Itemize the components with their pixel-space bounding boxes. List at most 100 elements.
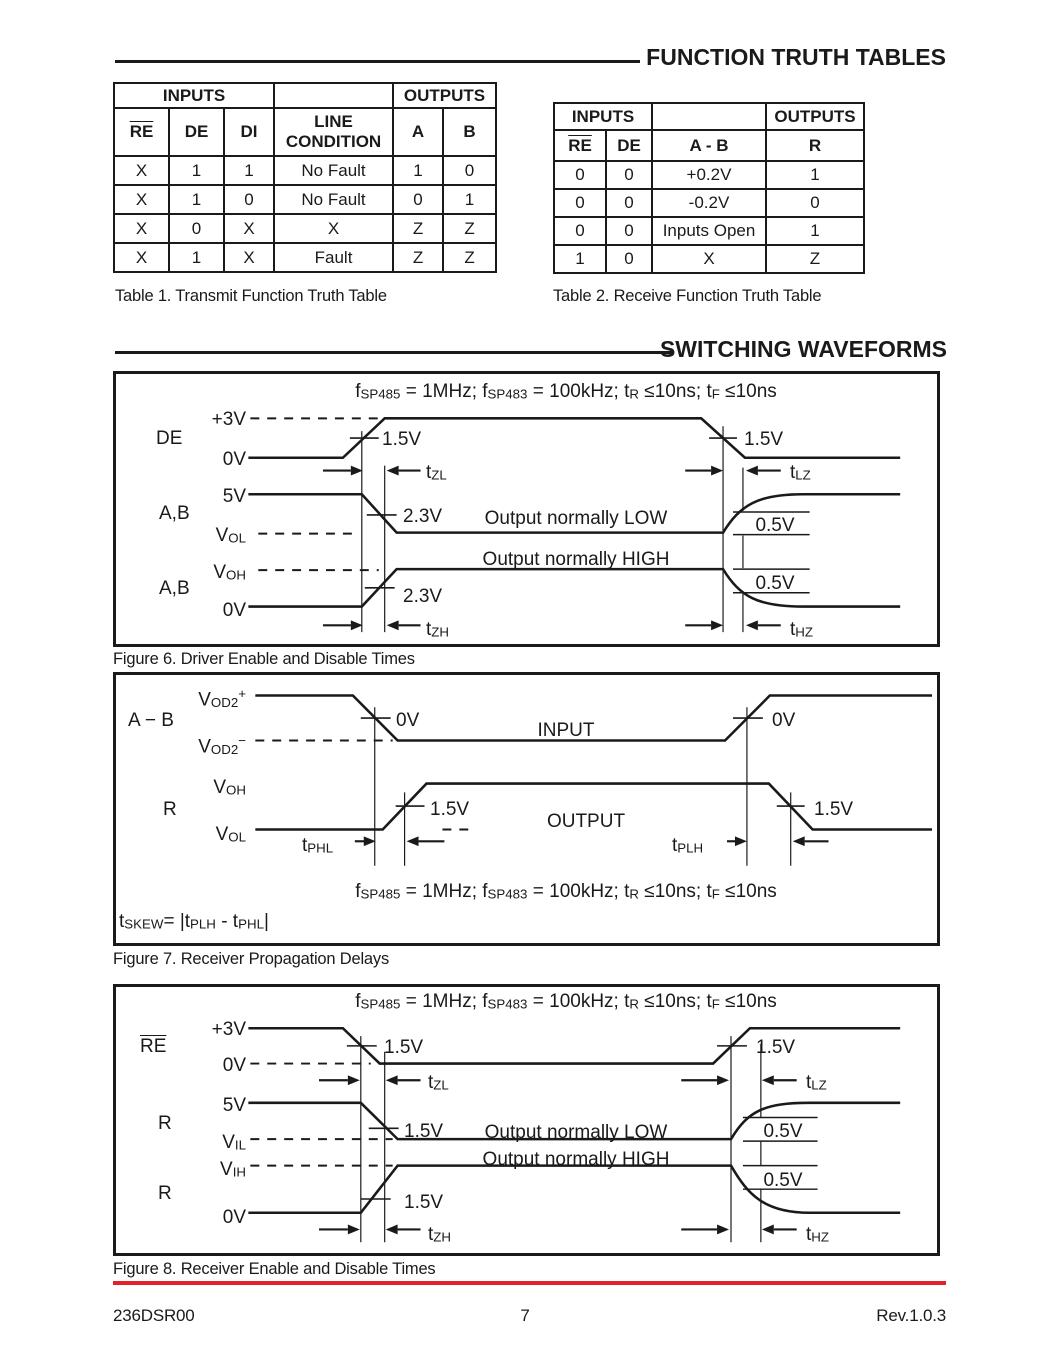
fig6-half-volt-low: 0.5V (755, 515, 795, 536)
fig7-reference-lines (374, 707, 792, 866)
table1-col-line-condition: LINE CONDITION (273, 107, 395, 157)
fig7-signal-r: R (163, 799, 177, 820)
fig8-threshold-1v5-top-right: 1.5V (756, 1037, 796, 1058)
table2-col-a-b: A - B (651, 129, 767, 162)
fig7-level-voh: VOH (213, 777, 246, 798)
cell: X (222, 213, 276, 244)
fig6-half-volt-high: 0.5V (755, 573, 795, 594)
fig8-level-plus3v: +3V (211, 1019, 246, 1040)
table1-col-a: A (392, 107, 445, 157)
table1-blank-header (273, 82, 395, 109)
cell: 0 (605, 188, 653, 218)
fig6-threshold-2v3-high: 2.3V (403, 586, 443, 607)
fig8-half-volt-low: 0.5V (763, 1121, 803, 1142)
fig6-threshold-2v3-low: 2.3V (403, 506, 443, 527)
footer-page-number: 7 (520, 1306, 530, 1325)
fig6-level-0v-ab: 0V (222, 600, 246, 621)
cell: No Fault (273, 184, 395, 215)
fig8-condition: fSP485 = 1MHz; fSP483 = 100kHz; tR ≤10ns… (355, 991, 777, 1012)
figure8-waveform-svg (248, 1026, 901, 1243)
fig6-condition: fSP485 = 1MHz; fSP483 = 100kHz; tR ≤10ns… (355, 381, 777, 402)
section-rule (115, 351, 673, 354)
fig8-tzh-label: tZH (428, 1224, 452, 1245)
section-rule (115, 60, 640, 63)
fig6-timing-arrows (322, 465, 781, 631)
figure6-waveform-svg (248, 417, 901, 633)
fig8-tlz-label: tLZ (806, 1072, 827, 1093)
fig8-half-volt-high: 0.5V (763, 1170, 803, 1191)
fig6-ab-high-waveform (248, 567, 901, 608)
cell: 0 (553, 160, 607, 190)
fig8-out-high-label: Output normally HIGH (482, 1149, 670, 1170)
figure7-waveform-svg (255, 694, 933, 866)
figure6-caption: Figure 6. Driver Enable and Disable Time… (113, 650, 415, 668)
cell: 0 (392, 184, 445, 215)
fig6-out-high-label: Output normally HIGH (482, 549, 670, 570)
table2-col-re: RE (553, 129, 607, 162)
cell: 1 (442, 184, 498, 215)
section-title-switching-waveforms: SWITCHING WAVEFORMS (659, 336, 947, 362)
cell: 0 (765, 188, 865, 218)
fig8-r-high-waveform (248, 1164, 901, 1215)
cell: Z (442, 242, 498, 273)
section-title-function-truth-tables: FUNCTION TRUTH TABLES (646, 44, 946, 70)
fig6-level-voh: VOH (213, 562, 246, 583)
fig7-tplh-label: tPLH (672, 835, 704, 856)
table2-col-r: R (765, 129, 865, 162)
fig7-level-vol: VOL (215, 824, 246, 845)
fig8-signal-re: RE (140, 1036, 167, 1057)
transmit-truth-table: INPUTS OUTPUTS RE DE DI LINE CONDITION A… (112, 82, 498, 273)
figure7-box: VOD2+ A − B VOD2− 0V 0V INPUT VOH R VOL … (113, 672, 940, 946)
fig6-ab-low-waveform (248, 492, 901, 536)
figure8-caption: Figure 8. Receiver Enable and Disable Ti… (113, 1260, 436, 1278)
fig7-level-vod2-minus: VOD2− (198, 733, 246, 758)
table2-caption: Table 2. Receive Function Truth Table (553, 287, 822, 305)
fig7-input-waveform (255, 694, 933, 742)
fig8-reference-lines (360, 1036, 762, 1243)
table1-inputs-header: INPUTS (112, 82, 276, 109)
fig7-threshold-1v5-right: 1.5V (814, 799, 854, 820)
fig8-level-5v: 5V (222, 1095, 246, 1116)
fig6-signal-ab-low: A,B (159, 503, 190, 524)
fig8-threshold-1v5-top-left: 1.5V (384, 1037, 424, 1058)
cell: 1 (765, 160, 865, 190)
figure8-box: fSP485 = 1MHz; fSP483 = 100kHz; tR ≤10ns… (113, 984, 940, 1256)
fig8-level-vil: VIL (222, 1132, 246, 1153)
table1-col-b: B (442, 107, 498, 157)
cell: 0 (605, 216, 653, 246)
footer-revision: Rev.1.0.3 (876, 1306, 946, 1325)
figure6-box: fSP485 = 1MHz; fSP483 = 100kHz; tR ≤10ns… (113, 371, 940, 647)
fig7-output-label: OUTPUT (546, 811, 626, 832)
fig8-out-low-label: Output normally LOW (484, 1122, 668, 1143)
fig8-level-0v-r: 0V (222, 1207, 246, 1228)
cell: 0 (605, 244, 653, 274)
fig6-threshold-1v5-left: 1.5V (382, 429, 422, 450)
cell: No Fault (273, 155, 395, 186)
cell: Inputs Open (651, 216, 767, 246)
fig6-thz-label: tHZ (790, 619, 814, 640)
fig8-re-waveform (248, 1026, 901, 1065)
cell: 0 (222, 184, 276, 215)
table1-col-re: RE (113, 107, 170, 157)
cell: 0 (168, 213, 225, 244)
fig6-out-low-label: Output normally LOW (484, 508, 668, 529)
cell: Z (442, 213, 498, 244)
fig6-signal-ab-high: A,B (159, 578, 190, 599)
cell: 0 (442, 155, 498, 186)
cell: X (651, 244, 767, 274)
cell: X (113, 155, 170, 186)
table2-col-de: DE (605, 129, 653, 162)
table1-caption: Table 1. Transmit Function Truth Table (115, 287, 387, 305)
fig7-timing-arrows (354, 836, 829, 847)
cell: 1 (222, 155, 276, 186)
fig6-tzl-label: tZL (426, 462, 447, 483)
